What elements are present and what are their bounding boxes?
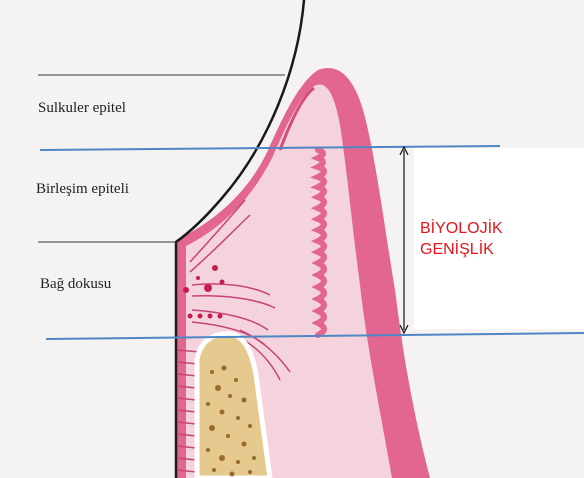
biologic-width-label: BİYOLOJİK GENİŞLİK (420, 218, 503, 260)
rete-pegs (318, 150, 324, 335)
biologic-width-line1: BİYOLOJİK (420, 218, 503, 239)
label-junctional-epithelium: Birleşim epiteli (36, 181, 129, 198)
label-connective-tissue: Bağ dokusu (40, 276, 111, 293)
biologic-width-line2: GENİŞLİK (420, 239, 503, 260)
label-sulcular-epithelium: Sulkuler epitel (38, 100, 126, 117)
biologic-width-arrow (396, 146, 412, 334)
